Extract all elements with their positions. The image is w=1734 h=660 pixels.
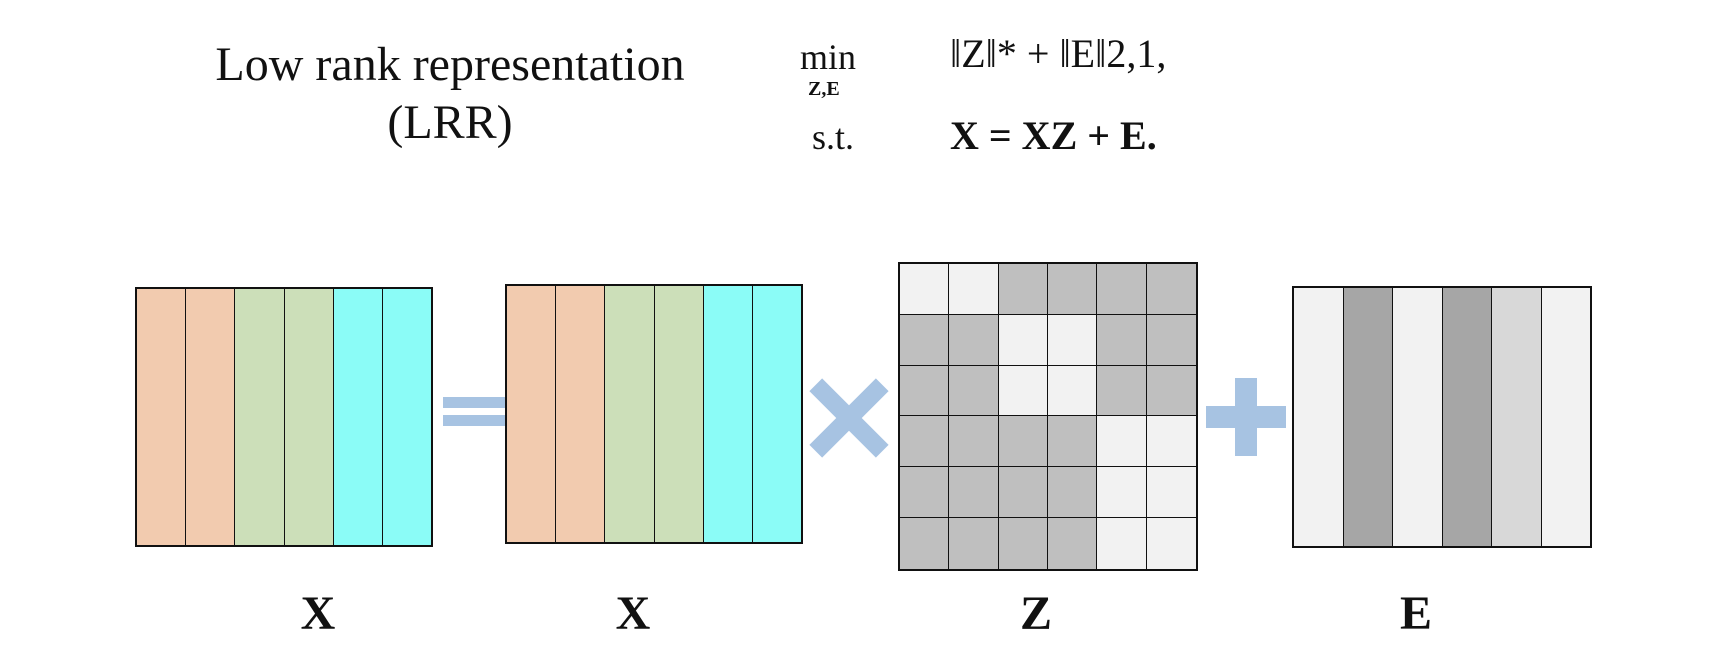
objective-expression: ‖Z‖* + ‖E‖2,1, bbox=[950, 31, 1167, 76]
matrix-z-cell bbox=[1047, 314, 1098, 366]
matrix-x-left-column bbox=[137, 289, 187, 545]
label-z: Z bbox=[1019, 587, 1052, 640]
matrix-z-cell bbox=[1146, 264, 1196, 315]
min-subscript: Z,E bbox=[808, 78, 840, 100]
matrix-z-cell bbox=[998, 314, 1048, 366]
matrix-e-column bbox=[1492, 288, 1542, 546]
subject-to-label: s.t. bbox=[812, 117, 855, 157]
matrix-z-cell bbox=[900, 264, 950, 315]
matrix-x-middle-column bbox=[507, 286, 557, 542]
min-operator: min bbox=[800, 37, 857, 77]
matrix-x-left bbox=[135, 287, 433, 547]
constraint-expression: X = XZ + E. bbox=[950, 113, 1157, 158]
matrix-z-cell bbox=[1146, 314, 1196, 366]
matrix-z-cell bbox=[949, 518, 999, 569]
title-line-1: Low rank representation bbox=[215, 38, 685, 91]
matrix-z-cell bbox=[900, 314, 950, 366]
matrix-z-cell bbox=[998, 467, 1048, 519]
matrix-z-cell bbox=[1097, 264, 1147, 315]
matrix-z-cell bbox=[900, 416, 950, 468]
matrix-e-column bbox=[1343, 288, 1393, 546]
matrix-z-cell bbox=[1047, 416, 1098, 468]
matrix-z-cell bbox=[1097, 518, 1147, 569]
matrix-e bbox=[1292, 286, 1592, 548]
diagram-title: Low rank representation (LRR) bbox=[150, 36, 750, 152]
matrix-z-cell bbox=[949, 314, 999, 366]
matrix-z-cell bbox=[998, 416, 1048, 468]
matrix-x-left-column bbox=[284, 289, 334, 545]
plus-icon bbox=[1206, 378, 1286, 456]
matrix-e-column bbox=[1393, 288, 1443, 546]
matrix-z-cell bbox=[998, 264, 1048, 315]
matrix-e-column bbox=[1541, 288, 1590, 546]
matrix-z-cell bbox=[1097, 365, 1147, 417]
matrix-x-middle-column bbox=[654, 286, 704, 542]
times-icon bbox=[809, 378, 889, 458]
matrix-x-middle-column bbox=[703, 286, 753, 542]
matrix-z-cell bbox=[949, 264, 999, 315]
matrix-e-column bbox=[1294, 288, 1344, 546]
matrix-e-column bbox=[1442, 288, 1492, 546]
matrix-z-cell bbox=[1047, 467, 1098, 519]
matrix-z-cell bbox=[1047, 365, 1098, 417]
matrix-x-left-column bbox=[235, 289, 285, 545]
label-x-middle: X bbox=[615, 587, 651, 640]
matrix-z-cell bbox=[900, 518, 950, 569]
matrix-x-left-column bbox=[186, 289, 236, 545]
matrix-x-middle-column bbox=[605, 286, 655, 542]
equals-icon-bar-top bbox=[443, 397, 505, 408]
matrix-z bbox=[898, 262, 1198, 571]
label-x-left: X bbox=[300, 587, 336, 640]
matrix-z-cell bbox=[949, 467, 999, 519]
matrix-z-cell bbox=[998, 365, 1048, 417]
matrix-z-cell bbox=[949, 416, 999, 468]
matrix-x-middle-column bbox=[752, 286, 802, 542]
matrix-z-cell bbox=[1146, 365, 1196, 417]
matrix-z-cell bbox=[1146, 518, 1196, 569]
matrix-x-middle-column bbox=[556, 286, 606, 542]
matrix-z-cell bbox=[1097, 416, 1147, 468]
matrix-z-cell bbox=[998, 518, 1048, 569]
matrix-z-cell bbox=[1097, 314, 1147, 366]
matrix-x-left-column bbox=[382, 289, 432, 545]
matrix-z-cell bbox=[900, 467, 950, 519]
matrix-x-left-column bbox=[333, 289, 383, 545]
matrix-z-cell bbox=[1146, 467, 1196, 519]
matrix-z-cell bbox=[949, 365, 999, 417]
matrix-z-cell bbox=[1146, 416, 1196, 468]
matrix-x-middle bbox=[505, 284, 803, 544]
matrix-z-cell bbox=[1047, 264, 1098, 315]
title-line-2: (LRR) bbox=[387, 96, 513, 149]
matrix-z-cell bbox=[1097, 467, 1147, 519]
matrix-z-cell bbox=[1047, 518, 1098, 569]
matrix-z-cell bbox=[900, 365, 950, 417]
equals-icon-bar-bottom bbox=[443, 415, 505, 426]
label-e: E bbox=[1399, 587, 1432, 640]
